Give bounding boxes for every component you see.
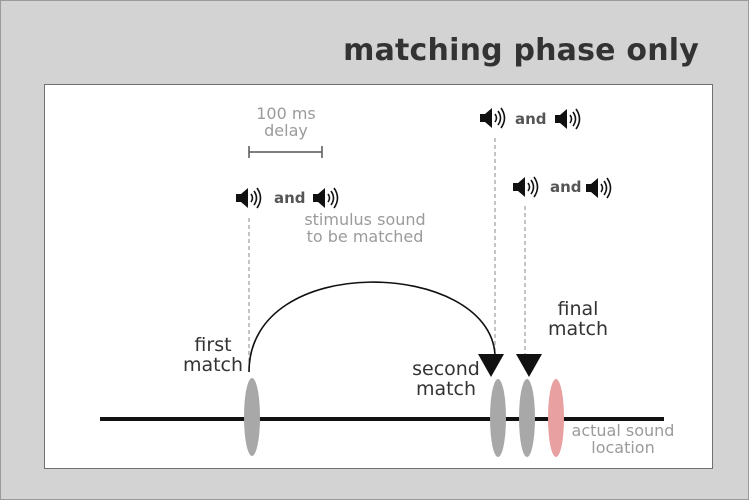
arrowhead-second xyxy=(478,354,504,377)
and-text-1: and xyxy=(274,189,306,207)
and-text-2: and xyxy=(515,110,547,128)
final-match-label: final match xyxy=(547,298,609,340)
delay-label: 100 ms delay xyxy=(256,104,316,140)
speaker-icon xyxy=(235,187,262,209)
stimulus-label: stimulus sound to be matched xyxy=(304,210,426,246)
match-arc xyxy=(248,281,496,373)
speaker-icon xyxy=(479,107,506,129)
diagram-panel xyxy=(44,84,713,469)
delay-bracket xyxy=(248,146,323,158)
speaker-icon xyxy=(585,177,612,199)
arrowhead-final xyxy=(516,354,542,377)
speaker-icon xyxy=(312,187,339,209)
second-match-label: second match xyxy=(412,358,480,400)
and-text-3: and xyxy=(550,178,582,196)
first-match-marker xyxy=(244,378,260,456)
actual-location-marker xyxy=(548,379,564,457)
actual-location-label: actual sound location xyxy=(571,421,675,457)
final-match-marker xyxy=(519,379,535,457)
speaker-icon xyxy=(512,176,539,198)
second-match-marker xyxy=(490,379,506,457)
speaker-icon xyxy=(554,108,581,130)
first-match-label: first match xyxy=(182,334,244,376)
figure-title: matching phase only xyxy=(343,33,699,68)
